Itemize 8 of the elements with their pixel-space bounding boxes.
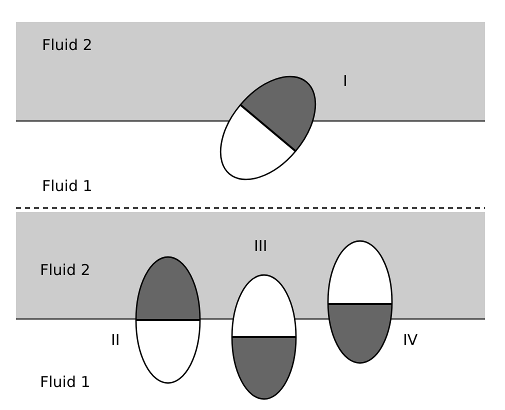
fluid-label: Fluid 1 (42, 177, 92, 195)
particle-label: I (343, 72, 348, 90)
fluid-label: Fluid 2 (40, 261, 90, 279)
fluid-label: Fluid 1 (40, 373, 90, 391)
fluid-label: Fluid 2 (42, 36, 92, 54)
particle-label: II (111, 331, 120, 349)
particle-label: III (254, 237, 268, 255)
particle-label: IV (403, 331, 418, 349)
